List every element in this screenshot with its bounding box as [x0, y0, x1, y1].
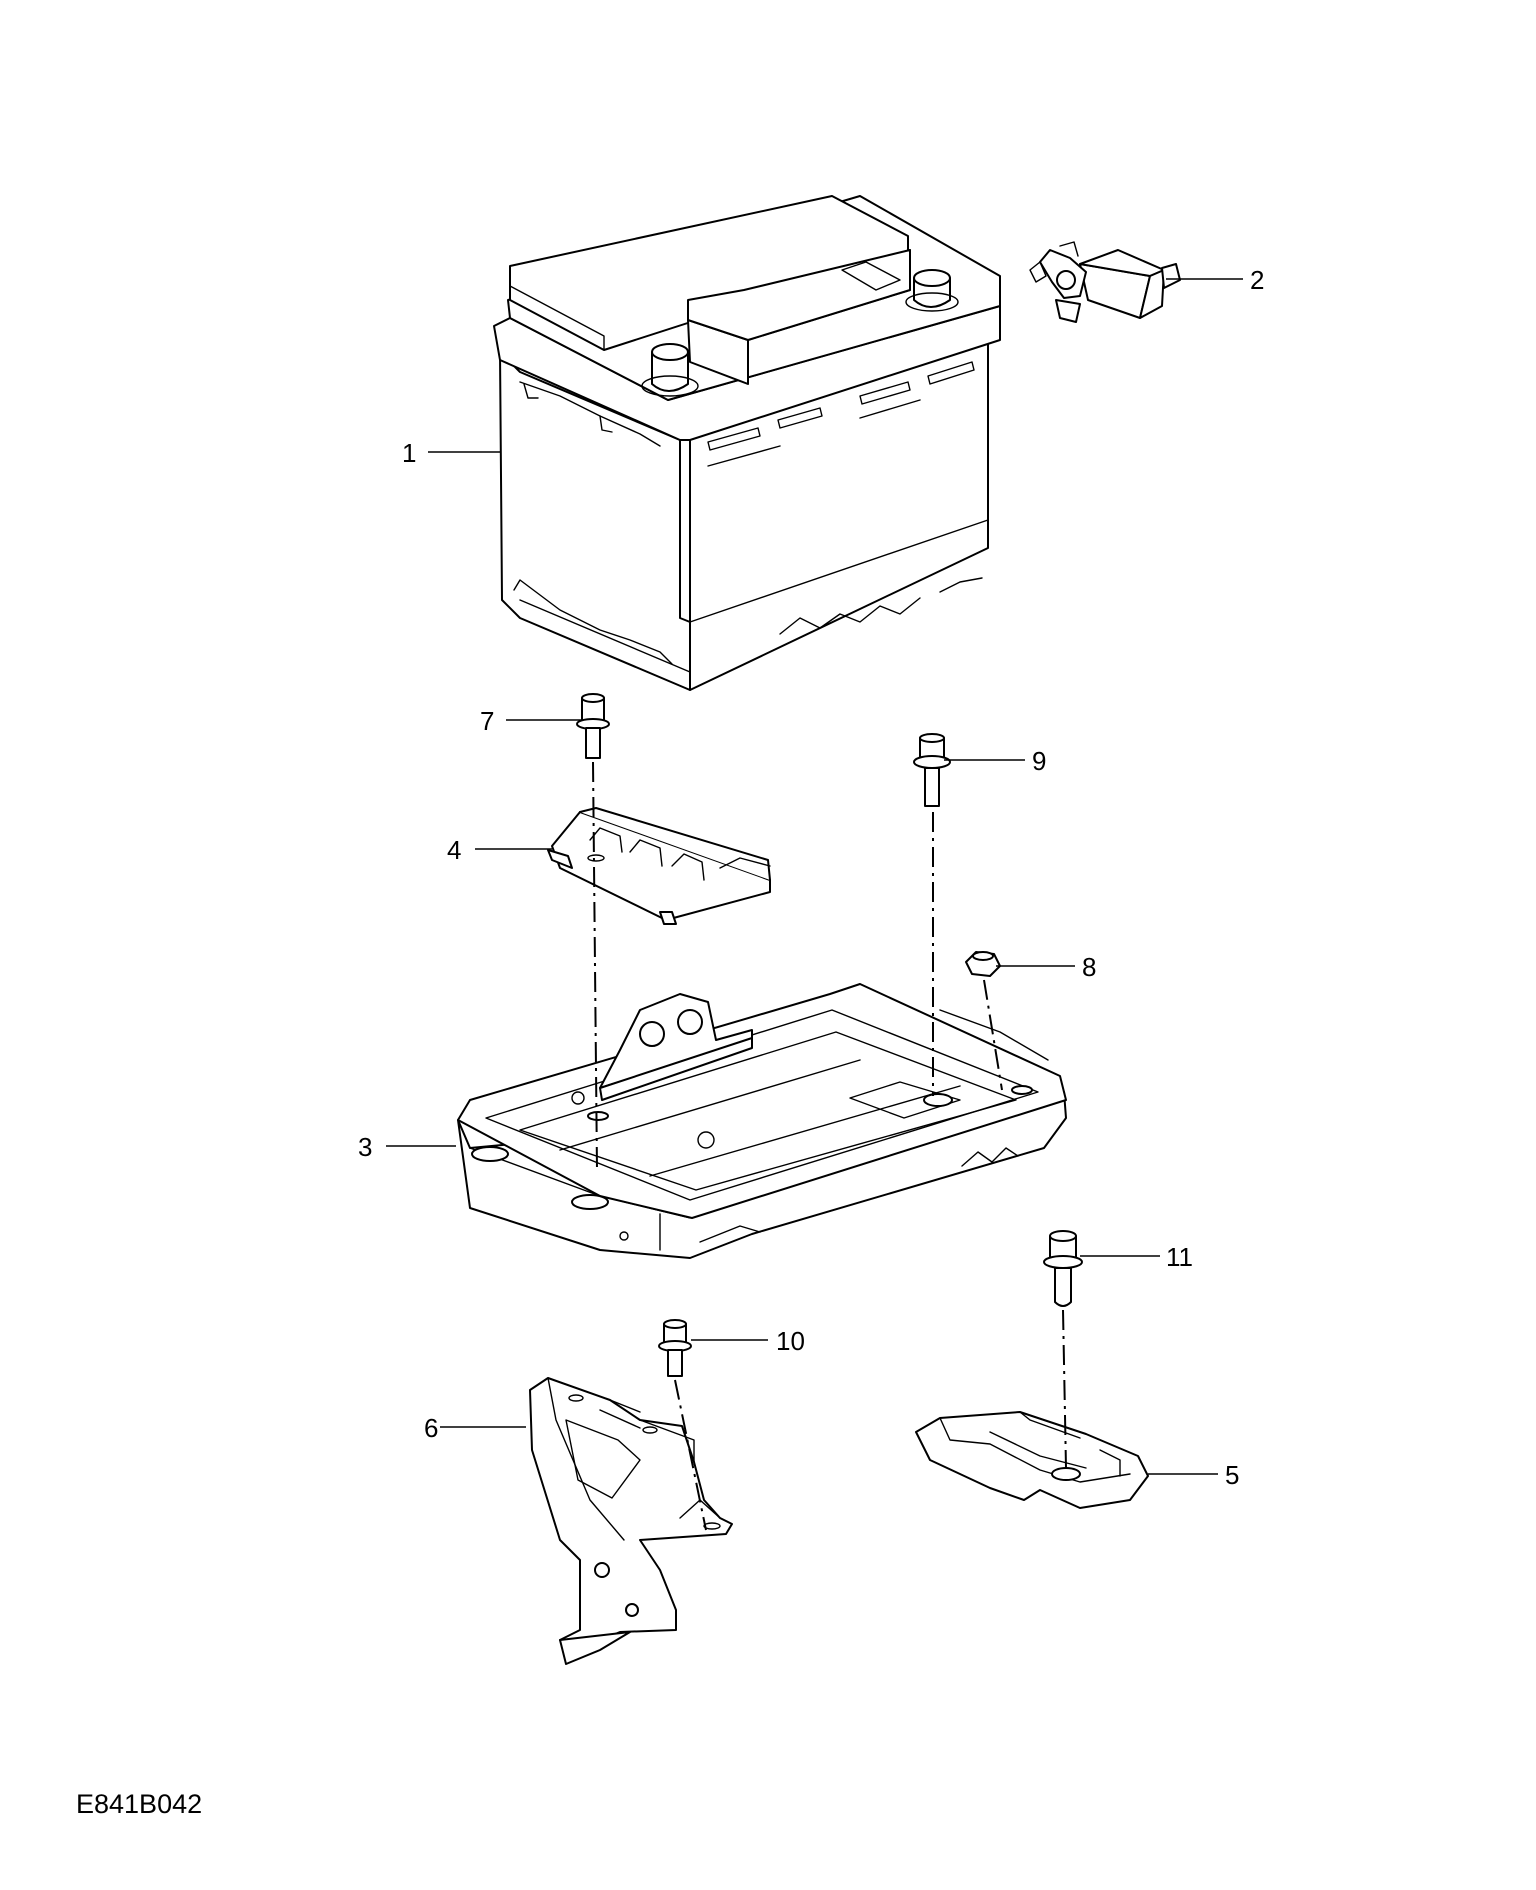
- callout-3: 3: [358, 1132, 372, 1162]
- reference-code: E841B042: [76, 1789, 202, 1819]
- bracket-bolt: [658, 1319, 692, 1377]
- tray-support-bracket: [915, 1411, 1149, 1509]
- battery-clamp: [547, 807, 771, 925]
- callout-2: 2: [1250, 265, 1264, 295]
- nut: [965, 951, 1001, 977]
- support-bolt: [1043, 1230, 1083, 1307]
- callout-11: 11: [1166, 1242, 1193, 1272]
- tray-mounting-bracket: [529, 1377, 733, 1665]
- callout-8: 8: [1082, 952, 1096, 982]
- callout-labels: 1 2 3 4 5 6 7 8 9 10 11: [358, 265, 1264, 1490]
- assembly-centerlines: [592, 761, 1067, 1531]
- callout-1: 1: [402, 438, 416, 468]
- callout-10: 10: [776, 1326, 805, 1356]
- callout-5: 5: [1225, 1460, 1239, 1490]
- clamp-bolt: [576, 693, 610, 759]
- battery-tray: [457, 983, 1067, 1259]
- tray-bolt: [913, 733, 951, 807]
- callout-7: 7: [480, 706, 494, 736]
- battery-sensor: [1029, 241, 1181, 323]
- callout-6: 6: [424, 1413, 438, 1443]
- callout-9: 9: [1032, 746, 1046, 776]
- battery: [493, 195, 1001, 691]
- leader-lines: [386, 278, 1243, 1475]
- callout-4: 4: [447, 835, 461, 865]
